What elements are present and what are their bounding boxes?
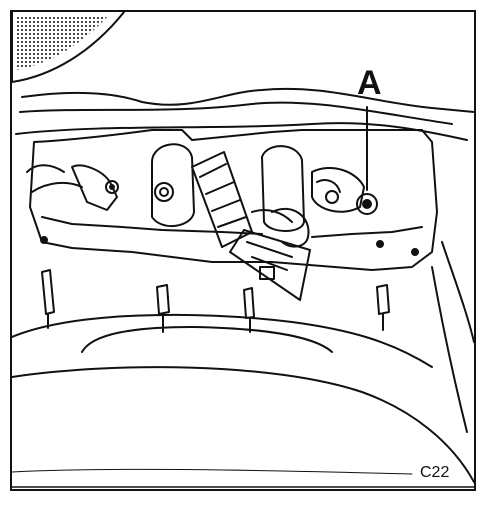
bulb-holder xyxy=(316,106,378,215)
left-bracket xyxy=(26,164,119,211)
terminal-pins xyxy=(41,269,390,333)
dashboard-top-contour xyxy=(15,87,474,141)
figure-code: C22 xyxy=(420,464,450,481)
diagram-frame: A C22 xyxy=(10,10,476,491)
speaker-grille xyxy=(12,12,125,83)
callout-label-a: A xyxy=(357,64,382,102)
cable-plug xyxy=(229,207,311,301)
mounting-plate xyxy=(29,129,438,271)
lower-panel xyxy=(12,241,474,488)
engine-line-drawing xyxy=(12,12,474,488)
central-duct xyxy=(151,143,365,232)
